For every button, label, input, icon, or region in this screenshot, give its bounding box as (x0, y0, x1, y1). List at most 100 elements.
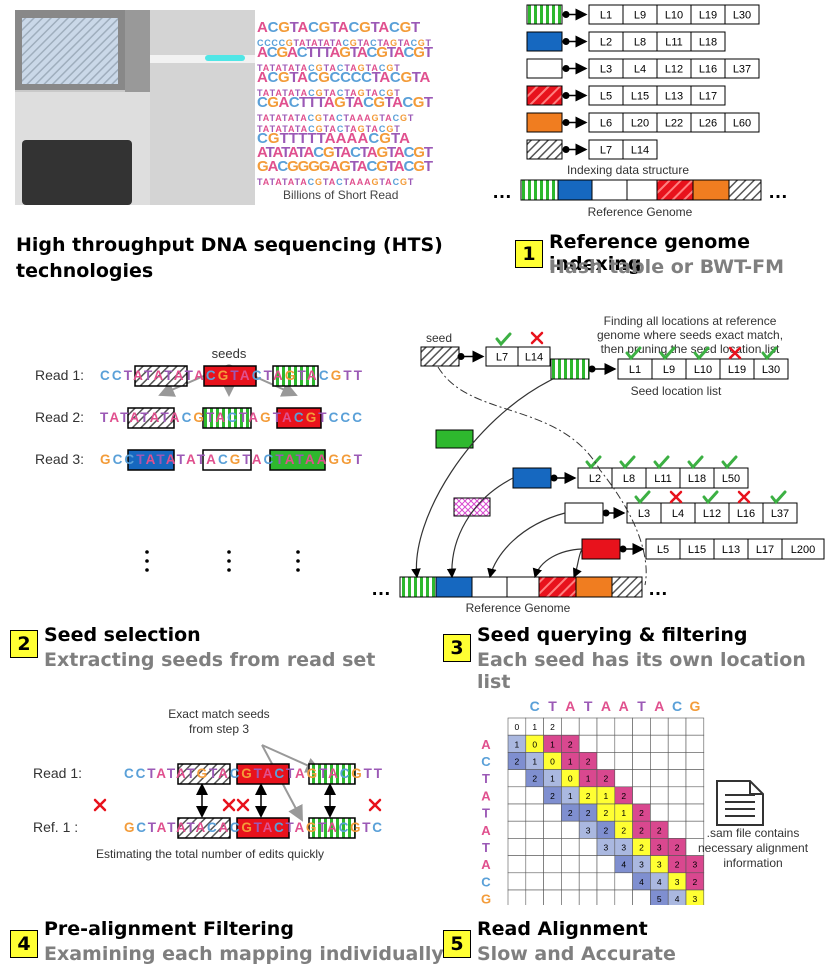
nucleotide: A (297, 69, 308, 86)
matrix-cell (596, 855, 616, 874)
location-label: L7 (600, 144, 612, 156)
nucleotide: T (362, 820, 371, 835)
nucleotide: T (330, 19, 339, 36)
query-key-block (564, 502, 604, 524)
nucleotide: G (318, 69, 330, 86)
nucleotide: C (372, 820, 382, 835)
nucleotide: T (299, 94, 308, 111)
nucleotide: T (164, 368, 173, 383)
nucleotide: T (394, 88, 400, 98)
nucleotide: G (400, 69, 412, 86)
location-label: L37 (733, 63, 751, 75)
matrix-value: 5 (657, 894, 662, 904)
step-number-5: 5 (443, 930, 471, 958)
nucleotide: A (383, 38, 390, 48)
nucleotide: A (324, 94, 335, 111)
nucleotide: T (257, 88, 263, 98)
location-label: L19 (728, 364, 746, 376)
matrix-value: 2 (657, 825, 662, 835)
nucleotide: G (193, 410, 204, 425)
reference-genome-caption: Reference Genome (466, 601, 571, 615)
matrix-value: 2 (621, 791, 626, 801)
nucleotide: T (295, 63, 301, 73)
nucleotide: A (329, 88, 336, 98)
matrix-value: 2 (639, 808, 644, 818)
matrix-cell (561, 872, 580, 891)
nucleotide: G (316, 88, 323, 98)
nucleotide: A (367, 144, 378, 161)
nucleotide: T (424, 158, 433, 175)
nucleotide: A (371, 88, 378, 98)
nucleotide: T (387, 44, 396, 61)
nucleotide: T (266, 144, 275, 161)
location-label: L8 (634, 36, 646, 48)
matrix-cell (507, 872, 527, 891)
genome-segment (399, 576, 437, 598)
nucleotide: C (297, 44, 308, 61)
nucleotide: A (357, 44, 368, 61)
nucleotide: A (335, 38, 342, 48)
location-label: L14 (525, 351, 543, 363)
cross-mark-icon (728, 346, 742, 360)
nucleotide: C (368, 130, 379, 147)
nucleotide: C (393, 177, 400, 187)
nucleotide: C (379, 63, 386, 73)
location-cell (690, 31, 726, 52)
matrix-value: 2 (550, 722, 555, 732)
column-nucleotide: T (548, 698, 557, 714)
nucleotide: T (379, 113, 385, 123)
matrix-value: 3 (693, 860, 698, 870)
column-nucleotide: T (584, 698, 593, 714)
nucleotide: T (344, 124, 350, 134)
location-note-line: genome where seeds exact match, (597, 328, 783, 342)
location-label: L200 (791, 544, 815, 556)
nucleotide: T (273, 410, 282, 425)
nucleotide: C (337, 124, 344, 134)
matrix-cell (667, 769, 687, 788)
nucleotide: T (167, 820, 176, 835)
matrix-cell (650, 786, 669, 805)
location-label: L22 (665, 117, 683, 129)
location-label: L10 (694, 364, 712, 376)
matrix-cell (507, 838, 527, 856)
seed-box (272, 365, 319, 387)
nucleotide: A (278, 94, 289, 111)
nucleotide: C (100, 368, 110, 383)
nucleotide: T (318, 820, 327, 835)
nucleotide: T (394, 124, 400, 134)
matrix-value: 2 (693, 877, 698, 887)
index-key-block (526, 4, 563, 25)
row-nucleotide: T (482, 806, 490, 821)
nucleotide: T (379, 177, 385, 187)
nucleotide: A (218, 820, 228, 835)
nucleotide: T (282, 63, 288, 73)
nucleotide: A (263, 177, 270, 187)
matrix-cell (632, 734, 651, 753)
matrix-value: 1 (568, 757, 573, 767)
genome-segment (435, 576, 473, 598)
nucleotide: T (324, 124, 330, 134)
edit-estimate-caption: Estimating the total number of edits qui… (96, 847, 324, 861)
matrix-value: 2 (550, 791, 555, 801)
nucleotide: A (248, 410, 258, 425)
seed-label: seed (426, 331, 452, 345)
nucleotide: G (218, 368, 229, 383)
nucleotide: C (343, 38, 350, 48)
nucleotide: A (301, 124, 308, 134)
nucleotide: A (288, 144, 299, 161)
seed-box (177, 817, 231, 839)
nucleotide: G (334, 94, 346, 111)
nucleotide: T (372, 69, 381, 86)
location-label: L15 (688, 544, 706, 556)
nucleotide: C (230, 766, 240, 781)
seed-query-subtitle: Each seed has its own location list (477, 649, 806, 693)
nucleotide: T (357, 38, 363, 48)
matrix-cell (543, 803, 562, 822)
matrix-cell (650, 769, 669, 788)
location-cell (622, 139, 658, 160)
matrix-cell (632, 889, 651, 905)
nucleotide: T (424, 94, 433, 111)
